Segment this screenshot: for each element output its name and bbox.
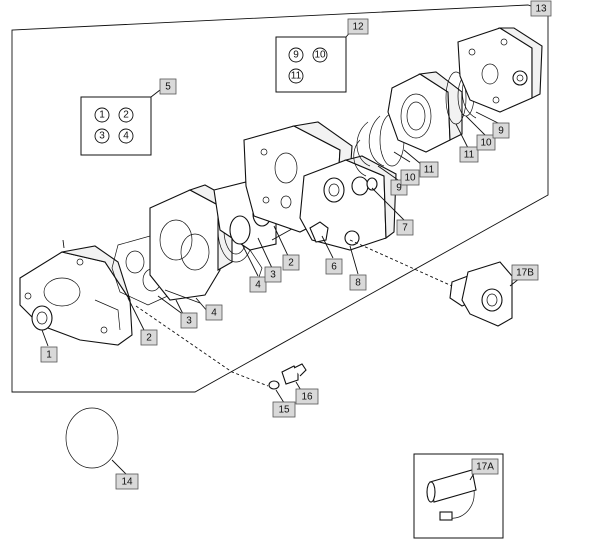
- svg-text:11: 11: [424, 165, 435, 176]
- kit5-item-2: 2: [123, 110, 129, 121]
- callout-label-10: 10: [400, 169, 420, 186]
- callout-label-11b: 11: [459, 146, 479, 163]
- leader-15-dashed: [135, 305, 269, 387]
- callout-label-9b: 9: [492, 122, 510, 139]
- leader-17b-dashed: [349, 239, 453, 287]
- callout-label-12: 12: [347, 18, 369, 35]
- callout-label-13: 13: [530, 0, 552, 17]
- svg-text:6: 6: [331, 262, 337, 273]
- callout-label-3: 3: [180, 312, 198, 329]
- callout-label-10b: 10: [476, 134, 496, 151]
- part-15-washer: [268, 380, 280, 390]
- callout-label-6: 6: [325, 258, 343, 275]
- callout-label-1: 1: [40, 346, 58, 363]
- svg-text:10: 10: [404, 173, 416, 184]
- callout-label-16: 16: [295, 388, 319, 405]
- svg-text:4: 4: [255, 280, 261, 291]
- svg-text:15: 15: [278, 405, 290, 416]
- part-rear-cover: [457, 27, 543, 113]
- svg-text:3: 3: [270, 270, 276, 281]
- svg-text:4: 4: [211, 308, 217, 319]
- svg-text:2: 2: [288, 258, 294, 269]
- kit-12-box: 9 10 11: [275, 29, 353, 93]
- callout-label-15: 15: [272, 401, 296, 418]
- svg-text:9: 9: [396, 183, 402, 194]
- callout-label-7: 7: [396, 219, 414, 236]
- svg-text:17A: 17A: [476, 462, 494, 473]
- part-14-o-ring: [65, 407, 119, 469]
- callout-label-17b: 17B: [511, 264, 539, 281]
- part-1-front-flange: [19, 239, 133, 346]
- callout-label-5: 5: [159, 78, 177, 95]
- kit-5-box: 1 2 3 4: [80, 89, 161, 156]
- callout-label-4: 4: [205, 304, 223, 321]
- svg-text:17B: 17B: [516, 268, 534, 279]
- callout-label-8: 8: [349, 274, 367, 291]
- svg-text:9: 9: [498, 126, 504, 137]
- svg-text:11: 11: [464, 150, 475, 161]
- kit5-item-1: 1: [99, 110, 105, 121]
- part-6-8-port-section: [299, 155, 397, 251]
- svg-text:10: 10: [480, 138, 492, 149]
- callout-label-2b: 2: [282, 254, 300, 271]
- callout-label-17a: 17A: [471, 458, 499, 475]
- svg-text:12: 12: [352, 22, 364, 33]
- callout-label-4b: 4: [249, 276, 267, 293]
- svg-text:16: 16: [301, 392, 313, 403]
- svg-text:1: 1: [46, 350, 52, 361]
- svg-text:13: 13: [535, 4, 547, 15]
- svg-text:2: 2: [146, 333, 152, 344]
- callout-label-14: 14: [115, 473, 139, 490]
- callout-label-11: 11: [419, 161, 439, 178]
- svg-text:8: 8: [355, 278, 361, 289]
- kit12-item-11: 11: [291, 71, 302, 82]
- svg-text:5: 5: [165, 82, 171, 93]
- callout-label-2: 2: [140, 329, 158, 346]
- part-17b-solenoid: [449, 261, 513, 327]
- part-16-bolt: [281, 363, 307, 385]
- svg-text:7: 7: [402, 223, 408, 234]
- svg-text:3: 3: [186, 316, 192, 327]
- svg-text:14: 14: [121, 477, 133, 488]
- callout-label-3b: 3: [264, 266, 282, 283]
- part-rear-housing: [387, 71, 463, 153]
- kit5-item-3: 3: [99, 131, 105, 142]
- kit12-item-10: 10: [314, 50, 326, 61]
- kit12-item-9: 9: [293, 50, 299, 61]
- kit5-item-4: 4: [123, 131, 129, 142]
